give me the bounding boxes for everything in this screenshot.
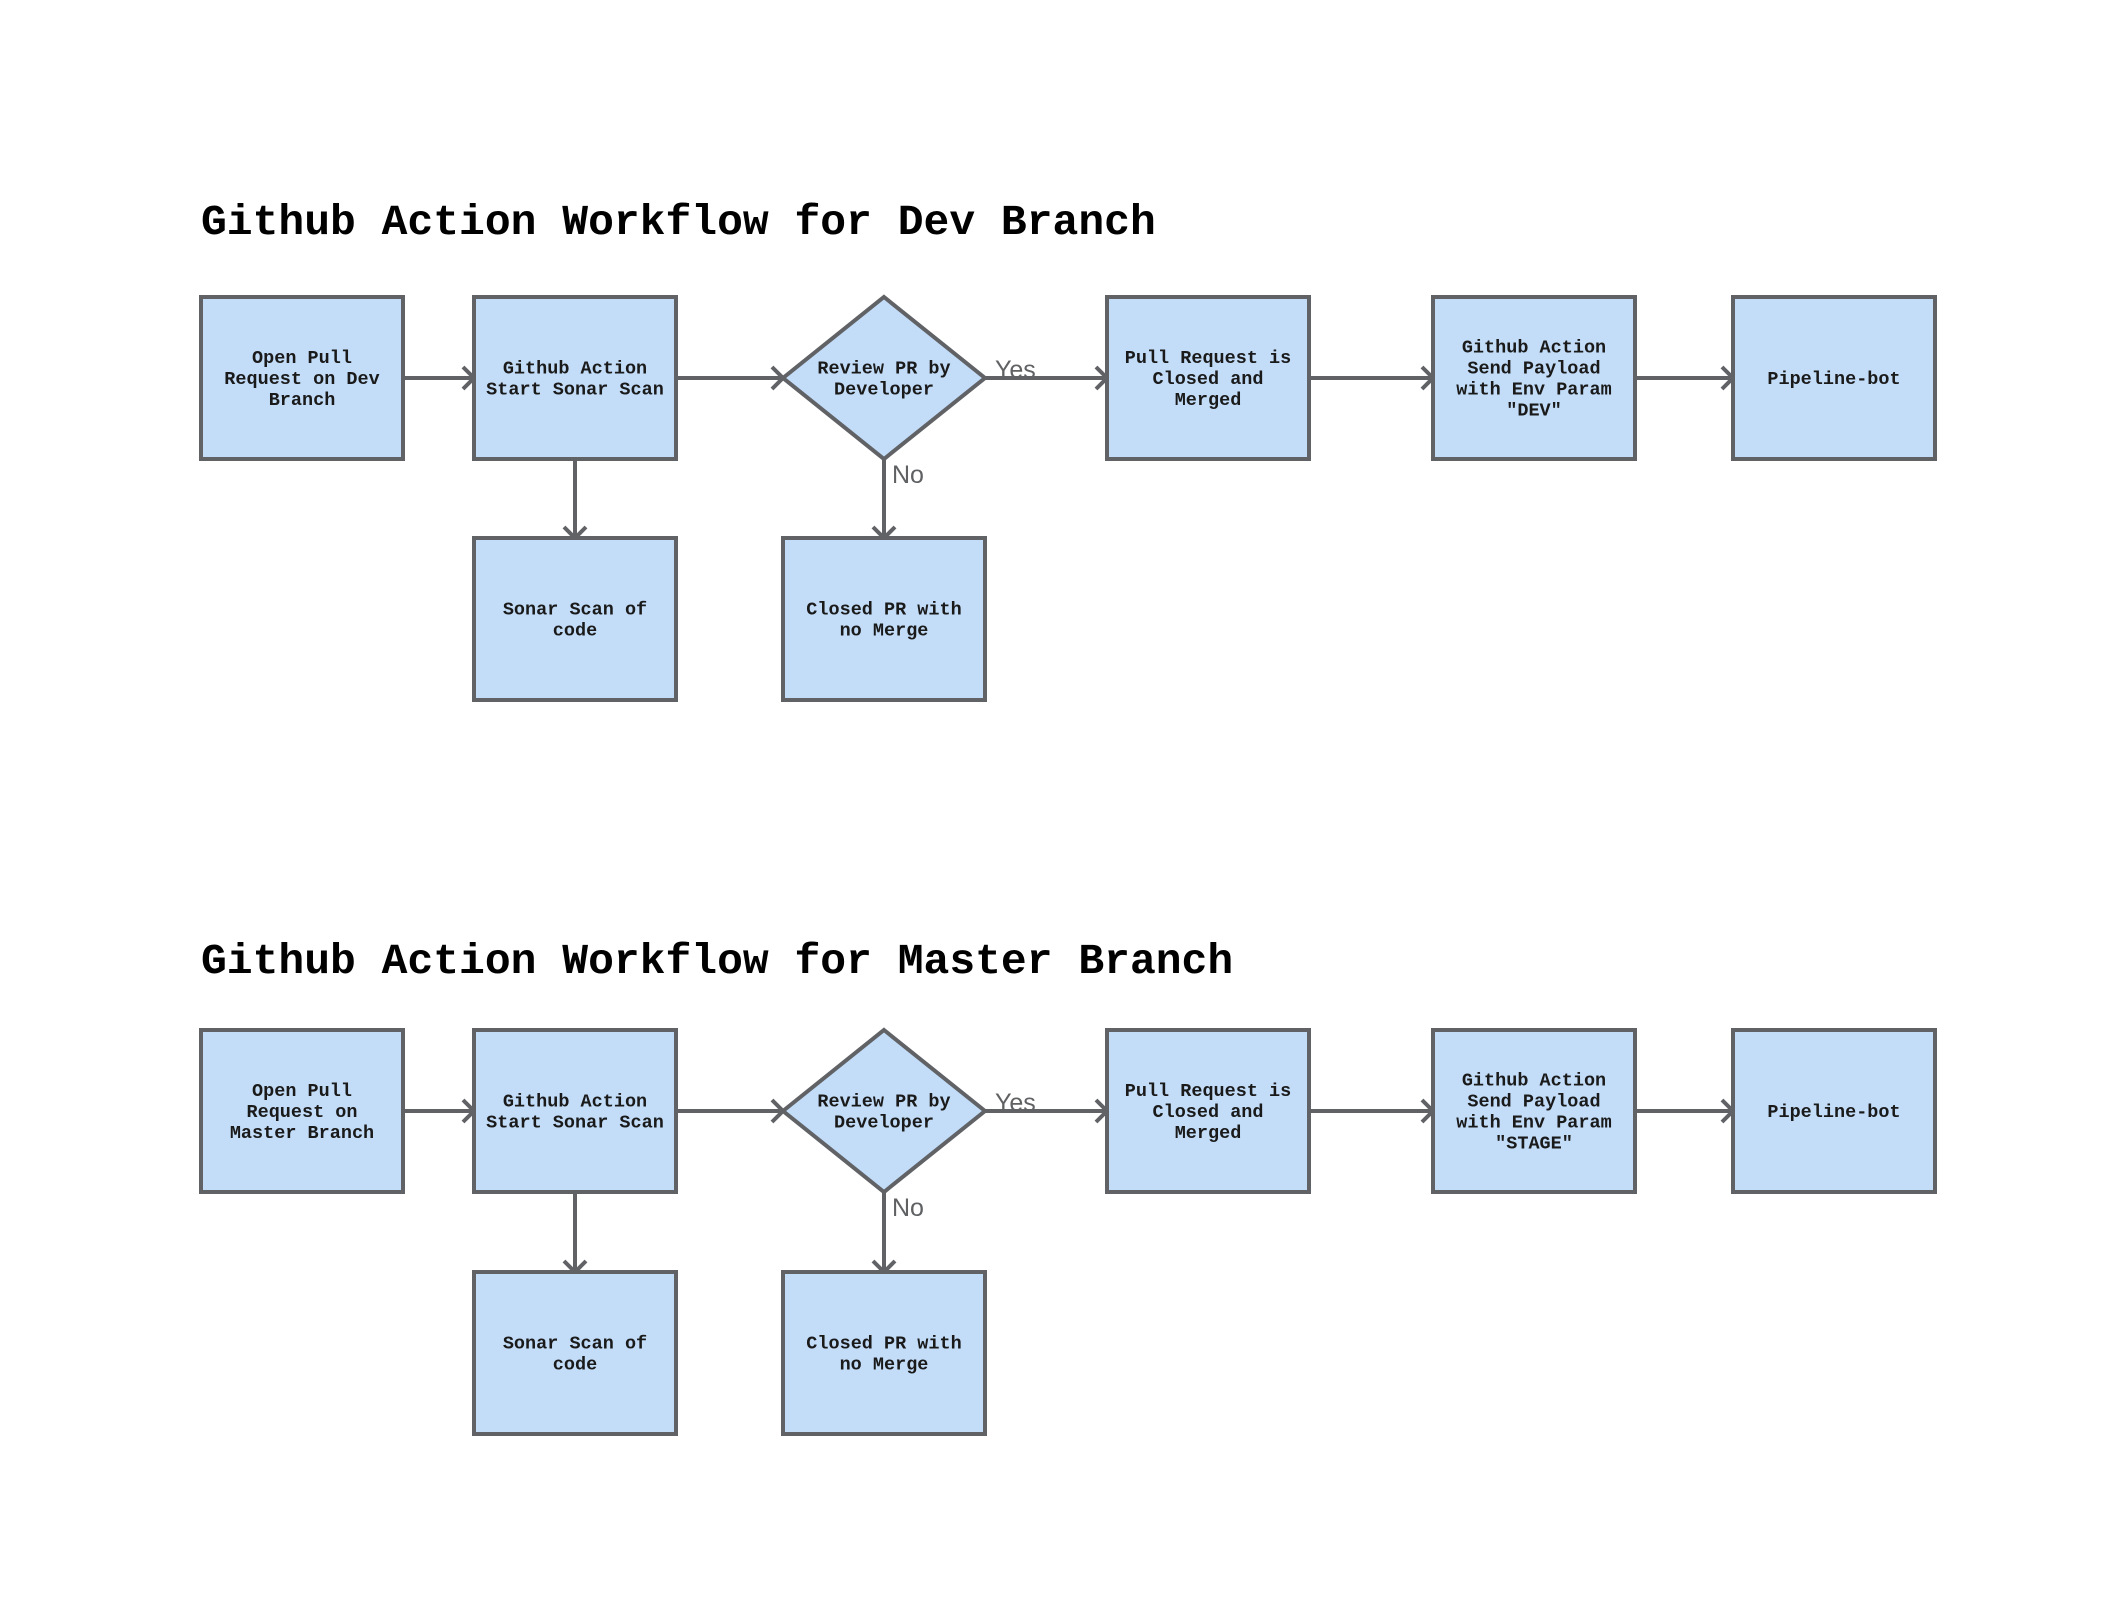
edge-label-no: No (892, 461, 924, 489)
node-label-line: code (553, 1355, 597, 1376)
process-box (472, 1270, 678, 1436)
node-label-line: with Env Param (1456, 1113, 1611, 1134)
node-label-line: Github Action (503, 1092, 647, 1113)
process-box (1105, 295, 1311, 461)
node-label-line: Master Branch (230, 1123, 374, 1144)
node-label-line: Pipeline-bot (1767, 1102, 1900, 1123)
node-label-line: Closed PR with (806, 1334, 961, 1355)
node-label-line: Branch (269, 390, 336, 411)
node-label-line: Merged (1175, 1123, 1242, 1144)
node-label-line: Open Pull (252, 348, 352, 369)
process-box (781, 1270, 987, 1436)
node-pipeline-bot: Pipeline-bot (1731, 295, 1937, 461)
node-label-line: Request on Dev (224, 369, 379, 390)
node-label-line: Closed PR with (806, 600, 961, 621)
decision-diamond (779, 294, 989, 462)
workflow-title: Github Action Workflow for Dev Branch (201, 198, 1156, 247)
node-label-line: Github Action (1462, 338, 1606, 359)
node-label-line: "DEV" (1506, 401, 1562, 422)
edge-label-yes: Yes (995, 1089, 1036, 1117)
node-label-line: Closed and (1152, 1102, 1263, 1123)
process-box (781, 536, 987, 702)
node-label-line: Sonar Scan of (503, 1334, 647, 1355)
node-label-line: Review PR by (817, 1092, 950, 1113)
process-box (472, 536, 678, 702)
workflow-0: Github Action Workflow for Dev BranchYes… (199, 198, 1937, 702)
node-label-line: no Merge (840, 621, 929, 642)
edge-label-no: No (892, 1194, 924, 1222)
node-label-line: Send Payload (1467, 359, 1600, 380)
node-label-line: Pipeline-bot (1767, 369, 1900, 390)
node-label-line: Request on (246, 1102, 357, 1123)
workflow-1: Github Action Workflow for Master Branch… (199, 937, 1937, 1436)
node-label-line: Start Sonar Scan (486, 1113, 664, 1134)
node-label-line: Developer (834, 1113, 934, 1134)
process-box (199, 1028, 405, 1194)
process-box (1731, 1028, 1937, 1194)
node-label-line: no Merge (840, 1355, 929, 1376)
node-label-line: Pull Request is (1125, 348, 1292, 369)
process-box (1105, 1028, 1311, 1194)
node-label-line: code (553, 621, 597, 642)
node-label-line: Start Sonar Scan (486, 380, 664, 401)
node-label-line: Github Action (503, 359, 647, 380)
node-label-line: with Env Param (1456, 380, 1611, 401)
node-label-line: "STAGE" (1495, 1134, 1573, 1155)
node-label-line: Pull Request is (1125, 1081, 1292, 1102)
node-label-line: Send Payload (1467, 1092, 1600, 1113)
process-box (1431, 295, 1637, 461)
process-box (472, 1028, 678, 1194)
decision-diamond (779, 1027, 989, 1195)
node-pipeline-bot: Pipeline-bot (1731, 1028, 1937, 1194)
workflow-title: Github Action Workflow for Master Branch (201, 937, 1233, 986)
node-label-line: Review PR by (817, 359, 950, 380)
node-label-line: Github Action (1462, 1071, 1606, 1092)
process-box (472, 295, 678, 461)
node-label-line: Merged (1175, 390, 1242, 411)
process-box (1731, 295, 1937, 461)
process-box (199, 295, 405, 461)
node-label-line: Sonar Scan of (503, 600, 647, 621)
edge-label-yes: Yes (995, 356, 1036, 384)
node-label-line: Developer (834, 380, 934, 401)
process-box (1431, 1028, 1637, 1194)
node-label-line: Closed and (1152, 369, 1263, 390)
node-label-line: Open Pull (252, 1081, 352, 1102)
